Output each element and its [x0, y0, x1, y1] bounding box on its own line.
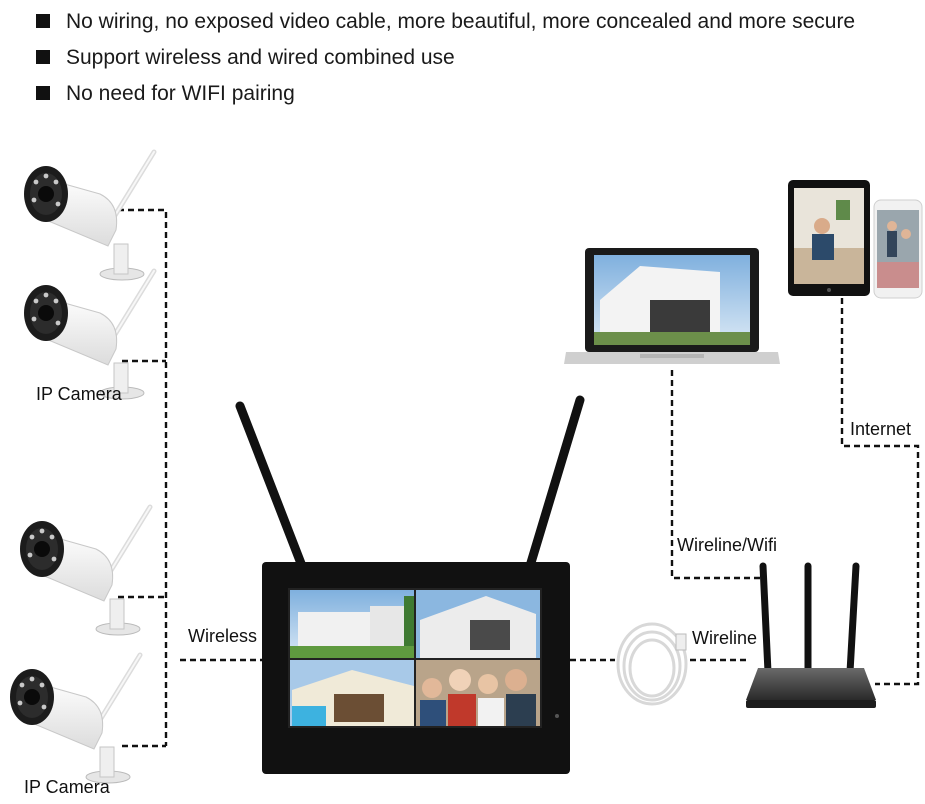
internet-label: Internet	[850, 419, 912, 439]
ip-camera-1	[24, 152, 154, 280]
bullet-square-icon	[36, 86, 50, 100]
feature-item: No need for WIFI pairing	[34, 76, 855, 112]
wifi-router	[746, 562, 876, 708]
wireline-label: Wireline	[692, 628, 758, 648]
wireless-label: Wireless	[188, 626, 258, 646]
feature-list: No wiring, no exposed video cable, more …	[34, 4, 855, 112]
ip-camera-label-bottom: IP Camera	[24, 777, 110, 797]
laptop	[564, 248, 780, 364]
tablet	[788, 180, 870, 296]
ip-camera-4	[10, 655, 140, 783]
feature-item: Support wireless and wired combined use	[34, 40, 855, 76]
ethernet-cable	[616, 622, 688, 706]
wireline-wifi-label: Wireline/Wifi	[677, 535, 778, 555]
nvr-monitor	[235, 395, 585, 774]
bullet-square-icon	[36, 14, 50, 28]
ip-camera-2	[24, 271, 154, 399]
smartphone	[873, 199, 923, 299]
connection-lines	[118, 208, 920, 748]
ip-camera-3	[20, 507, 150, 635]
feature-item: No wiring, no exposed video cable, more …	[34, 4, 855, 40]
bullet-square-icon	[36, 50, 50, 64]
ip-camera-label-top: IP Camera	[36, 384, 122, 404]
